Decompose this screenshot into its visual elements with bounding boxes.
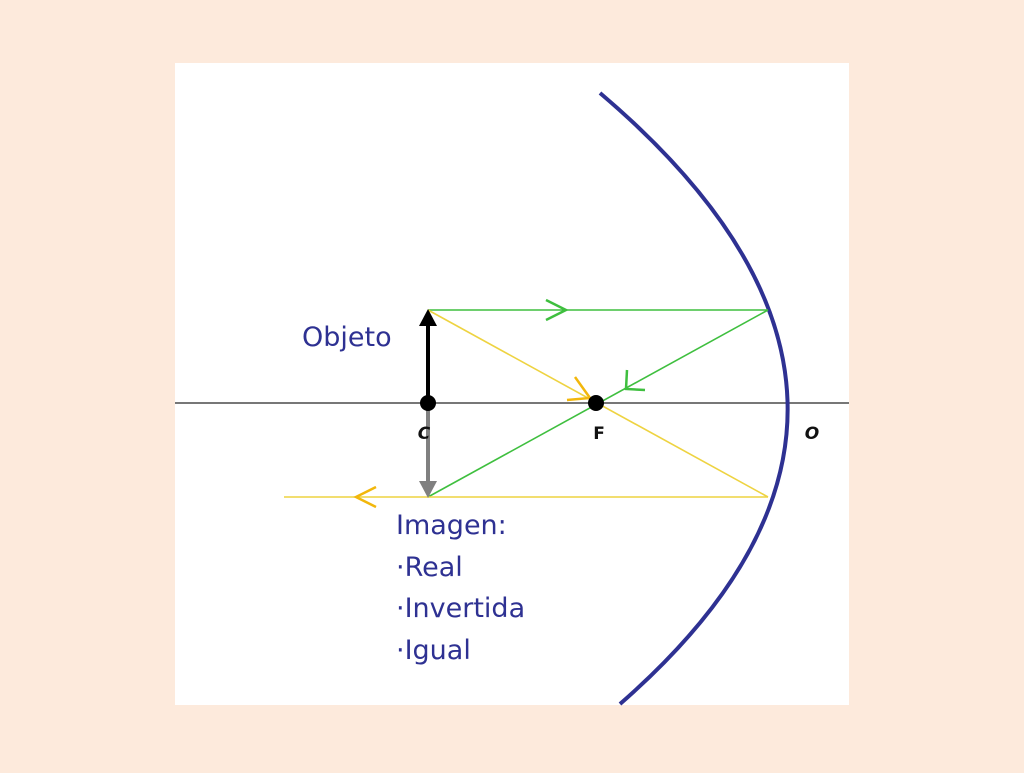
- ray-yellow-arrowhead-left: [353, 485, 377, 509]
- image-property-real: ·Real: [396, 552, 463, 583]
- center-point-dot: [420, 395, 436, 411]
- object-label: Objeto: [302, 322, 392, 353]
- image-property-inverted: ·Invertida: [396, 593, 525, 624]
- center-point-label: C: [418, 424, 431, 444]
- concave-mirror: [598, 91, 790, 706]
- image-arrow-head: [419, 481, 437, 498]
- focus-point-label: F: [593, 424, 605, 444]
- focus-point-dot: [588, 395, 604, 411]
- diagram-panel: [175, 63, 849, 705]
- vertex-point-label: O: [805, 424, 819, 444]
- object-arrow-head: [419, 309, 437, 326]
- image-heading: Imagen:: [396, 510, 507, 541]
- ray-green-arrowhead-right: [545, 298, 569, 322]
- image-property-equal: ·Igual: [396, 635, 471, 666]
- ray-green-arrowhead-down: [624, 369, 646, 392]
